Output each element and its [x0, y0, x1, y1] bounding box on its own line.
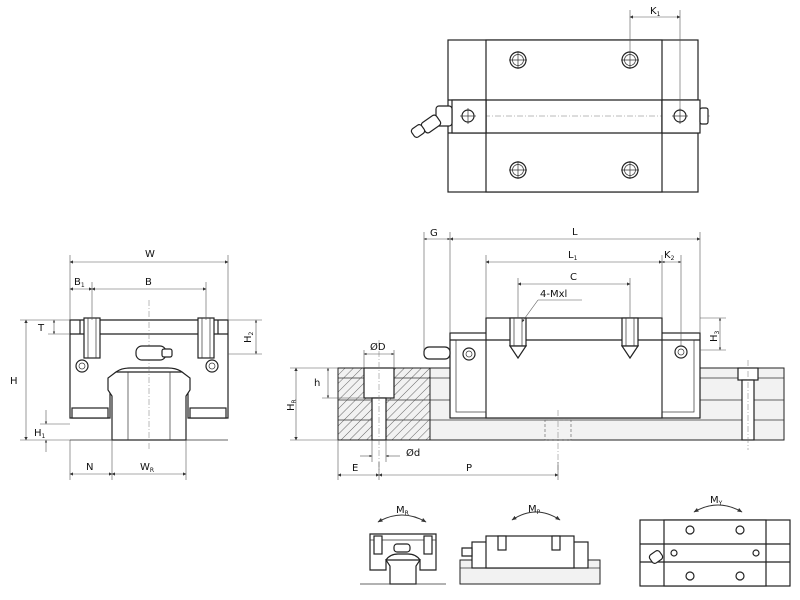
moment-roll-diagram: MR: [360, 505, 446, 585]
mounting-hole-icon: [509, 51, 527, 69]
moment-MY: MY: [710, 495, 723, 507]
dim-L1: L1: [568, 250, 578, 262]
mounting-hole-icon: [621, 161, 639, 179]
dim-HR: HR: [286, 399, 298, 411]
screw-hole-icon: [460, 108, 688, 124]
moment-MP: MP: [528, 504, 541, 516]
dim-L: L: [572, 227, 578, 238]
dim-T: T: [37, 323, 45, 334]
moment-MR: MR: [396, 505, 409, 517]
dim-P: P: [466, 463, 472, 474]
moment-yaw-diagram: MY: [639, 495, 791, 587]
moment-pitch-diagram: MP: [459, 504, 601, 585]
dim-B: B: [145, 277, 152, 288]
rotation-arrow-icon: [377, 514, 427, 523]
dim-E: E: [352, 463, 358, 474]
top-view: K1: [410, 6, 710, 193]
mounting-hole-icon: [509, 161, 527, 179]
grease-nipple-icon: [423, 346, 451, 360]
rotation-arrow-icon: [693, 504, 743, 513]
dim-B1: B1: [74, 277, 85, 289]
dim-Od: Ød: [406, 447, 420, 459]
dim-N: N: [86, 462, 93, 473]
grease-nipple-icon: [410, 105, 709, 138]
dim-W: W: [145, 249, 155, 260]
dim-G: G: [430, 228, 438, 239]
side-view: G L L1 K2 C 4-Mxl H3 ØD h: [286, 227, 785, 480]
dim-WR: WR: [140, 462, 154, 474]
dim-C: C: [570, 272, 577, 283]
rotation-arrow-icon: [511, 511, 561, 521]
dim-K2: K2: [664, 250, 675, 262]
dim-h: h: [314, 378, 320, 389]
dim-H1: H1: [34, 428, 46, 440]
dim-OD: ØD: [370, 341, 386, 353]
front-view: W B1 B H T H2 H1 N WR: [10, 249, 262, 480]
dim-H2: H2: [243, 331, 255, 343]
dim-H3: H3: [709, 330, 721, 342]
dim-K1: K1: [650, 6, 661, 18]
dim-H: H: [10, 376, 18, 387]
dim-Mxl: 4-Mxl: [540, 289, 567, 300]
